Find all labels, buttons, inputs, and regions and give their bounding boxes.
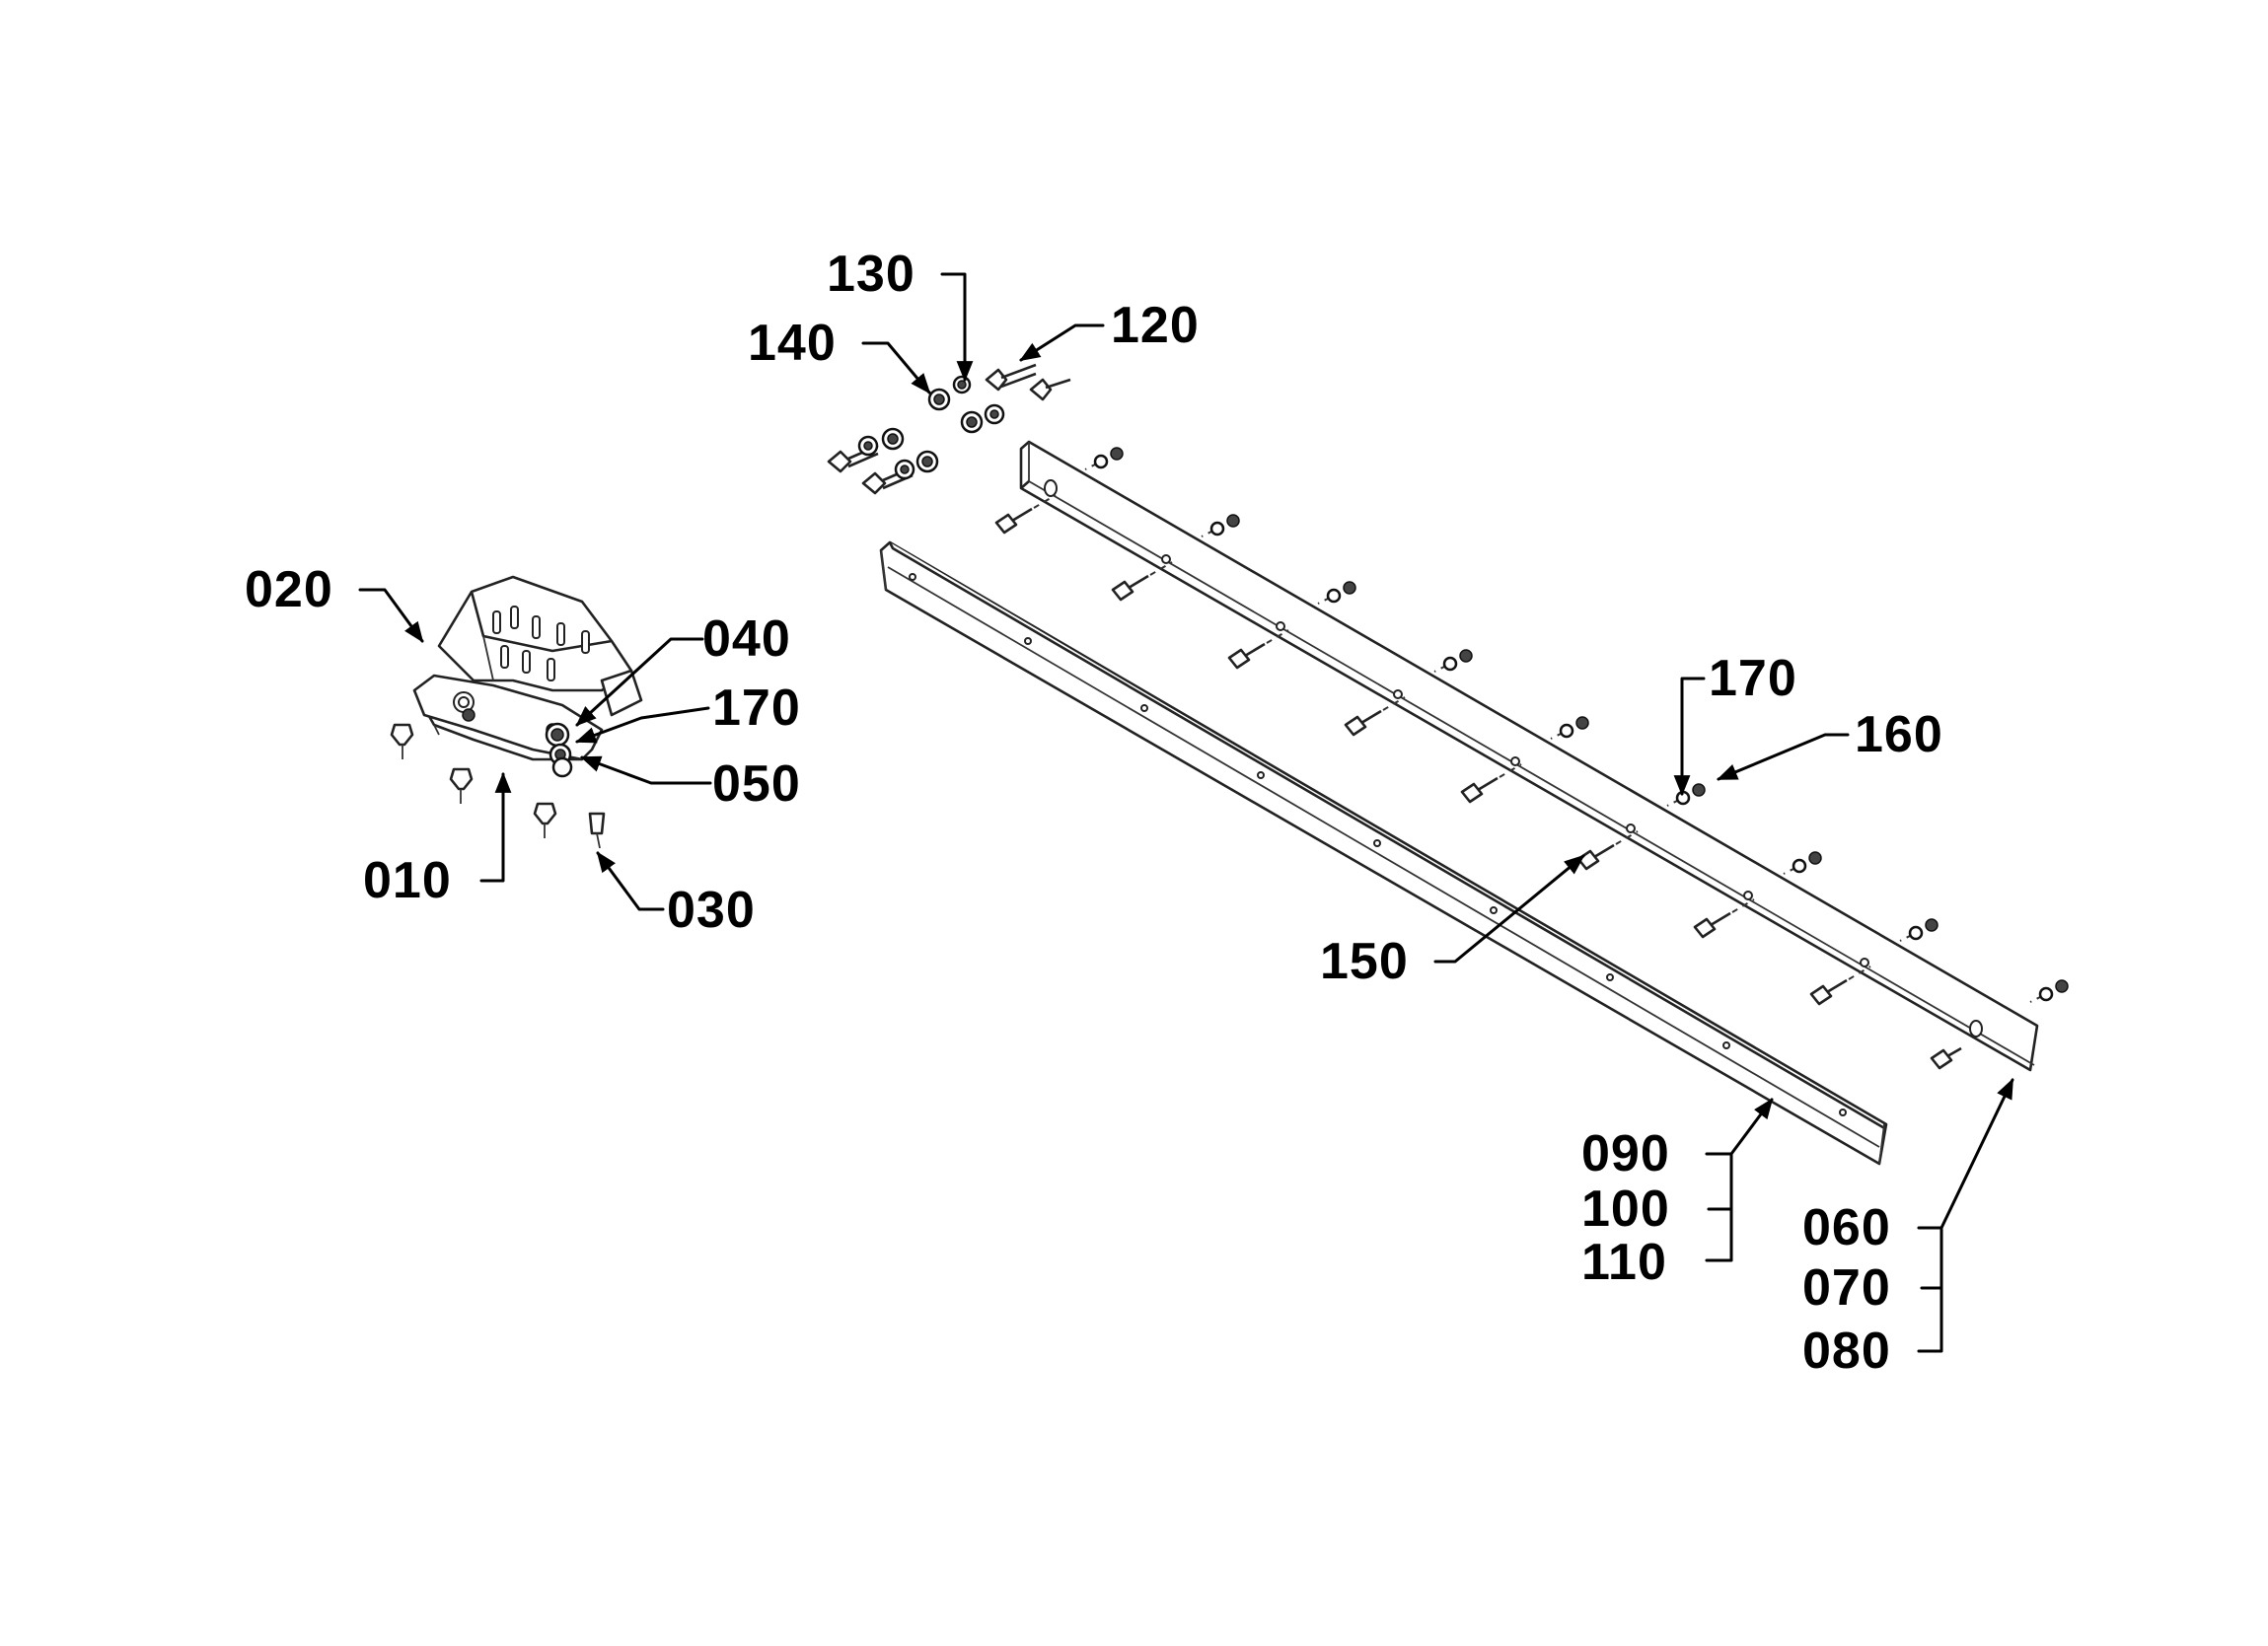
leader-090-110 [1710,1098,1774,1156]
top-hardware-cluster [827,363,1071,495]
leader-170-left [575,706,710,744]
callout-140: 140 [748,315,837,372]
skid-shoe-assembly [390,575,643,849]
leader-020 [358,588,424,643]
hardware-stack-040-050-170 [545,722,573,778]
leader-140 [861,341,931,394]
bracket-part-020 [437,575,643,717]
leader-130 [940,272,974,383]
bolts-part-030 [390,723,606,849]
callout-170-right: 170 [1709,650,1797,707]
callout-040: 040 [702,610,791,668]
callout-130: 130 [827,246,915,303]
callout-110: 110 [1581,1234,1667,1291]
nuts-part-160-170 [1084,447,2069,1003]
callout-020: 020 [245,561,333,618]
callout-010: 010 [363,852,452,909]
leader-170-right [1673,677,1706,797]
callout-070: 070 [1802,1259,1891,1317]
bracket-060-080 [1917,1226,1943,1353]
wear-bar-060-080 [1019,440,2039,1072]
leader-010 [479,771,512,883]
callout-050: 050 [712,755,801,813]
leader-120 [1019,323,1105,362]
callout-080: 080 [1802,1323,1891,1380]
bracket-090-110 [1705,1152,1733,1262]
callout-060: 060 [1802,1199,1891,1256]
leader-030 [596,851,665,911]
bolts-part-150 [994,494,1962,1070]
callout-120: 120 [1111,297,1200,354]
leader-050 [580,755,712,785]
callout-100: 100 [1581,1181,1670,1238]
callout-labels: 020 040 170 050 010 030 140 130 120 170 … [245,246,1943,1380]
leader-150 [1433,854,1585,964]
bar-holes [1044,479,1983,1038]
blade-holes [909,573,1847,1116]
leader-060-080 [1939,1078,2014,1230]
leader-lines [358,272,2014,1353]
callout-090: 090 [1581,1125,1670,1182]
callout-160: 160 [1855,706,1943,763]
callout-170-left: 170 [712,680,801,737]
cutting-edge-blade-090-110 [879,540,1888,1166]
callout-150: 150 [1320,933,1409,990]
leader-040 [575,637,704,727]
leader-160 [1717,733,1850,781]
callout-030: 030 [667,882,756,939]
